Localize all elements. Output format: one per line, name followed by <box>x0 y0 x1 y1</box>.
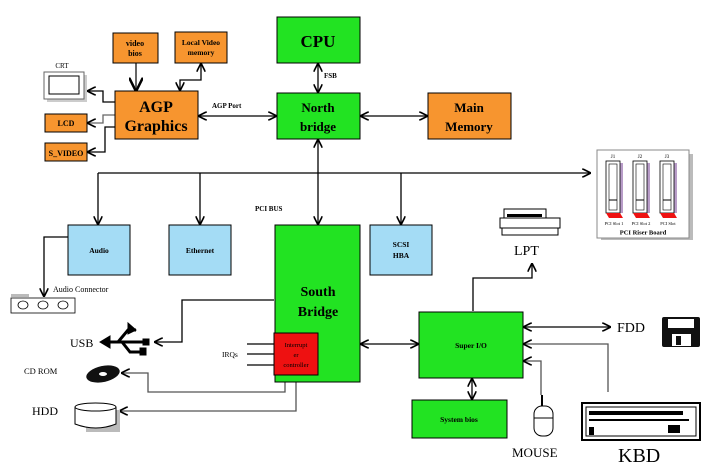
printer-icon <box>499 208 561 236</box>
crt-monitor-icon: CRT <box>43 62 87 102</box>
agp-graphics-block: AGP Graphics <box>114 90 199 140</box>
super-io-label: Super I/O <box>455 341 487 350</box>
video-bios-block: video bios <box>112 32 159 64</box>
agp-graphics-label: AGP <box>139 99 173 116</box>
north-bridge-block: North bridge <box>276 92 361 140</box>
mouse-label: MOUSE <box>512 445 558 460</box>
usb-label: USB <box>70 336 93 350</box>
audio-connector-icon <box>10 294 76 314</box>
lcd-block: LCD <box>44 113 88 133</box>
audio-block: Audio <box>67 224 131 276</box>
pci-slot-label: PCI Slot 2 <box>632 221 651 226</box>
mouse-icon <box>533 395 554 437</box>
system-bios-label: System bios <box>440 415 478 424</box>
lpt-label: LPT <box>514 244 539 259</box>
main-memory-label: Main <box>454 100 484 115</box>
hdd-icon <box>74 402 120 432</box>
main-memory-block: Main Memory <box>427 92 512 140</box>
main-memory-label-2: Memory <box>445 119 493 134</box>
scsi-hba-block: SCSI HBA <box>369 224 433 276</box>
pci-slot-id: J1 <box>611 155 616 160</box>
s-video-label: S_VIDEO <box>49 149 84 158</box>
pci-slot-id: J3 <box>665 155 670 160</box>
interrupt-controller-label: Interrupt <box>285 342 308 349</box>
local-video-memory-label: Local Video <box>182 38 220 47</box>
hdd-label: HDD <box>32 404 58 418</box>
pci-riser-board-label: PCI Riser Board <box>620 230 667 237</box>
scsi-hba-label: SCSI <box>393 240 410 249</box>
interrupt-controller-block: Interrupt er controller <box>273 332 319 376</box>
irqs-label: IRQs <box>222 350 238 359</box>
scsi-hba-label-2: HBA <box>393 251 410 260</box>
local-video-memory-block: Local Video memory <box>174 31 228 64</box>
north-bridge-label: North <box>301 100 335 115</box>
pci-slot-label: PCI Slot 1 <box>605 221 624 226</box>
video-bios-label: video <box>126 39 144 48</box>
super-io-block: Super I/O <box>418 311 524 379</box>
audio-label: Audio <box>89 246 109 255</box>
cpu-label: CPU <box>301 32 336 51</box>
south-bridge-label: South <box>300 285 335 300</box>
kbd-label: KBD <box>618 445 660 464</box>
cpu-block: CPU <box>276 16 361 64</box>
crt-label: CRT <box>55 62 69 70</box>
pci-slot-id: J2 <box>638 155 643 160</box>
keyboard-icon <box>581 402 701 441</box>
connectors <box>44 63 610 411</box>
fsb-label: FSB <box>324 72 337 80</box>
pci-slot-label: PCI Slot <box>660 221 676 226</box>
pci-bus-label: PCI BUS <box>255 205 283 213</box>
fdd-label: FDD <box>617 321 645 336</box>
agp-graphics-label-2: Graphics <box>124 118 187 135</box>
ethernet-label: Ethernet <box>186 246 215 255</box>
local-video-memory-label-2: memory <box>188 48 215 57</box>
cd-rom-icon <box>86 365 120 383</box>
lcd-label: LCD <box>58 119 75 128</box>
usb-icon <box>99 321 150 356</box>
agp-port-label: AGP Port <box>212 102 242 110</box>
ethernet-block: Ethernet <box>168 224 232 276</box>
south-bridge-label-2: Bridge <box>298 305 338 320</box>
north-bridge-label-2: bridge <box>300 119 336 134</box>
s-video-block: S_VIDEO <box>44 142 88 162</box>
system-bios-block: System bios <box>411 399 508 439</box>
audio-connector-label: Audio Connector <box>53 285 109 294</box>
interrupt-controller-label-3: controller <box>283 362 309 369</box>
floppy-disk-icon <box>662 317 700 347</box>
interrupt-controller-label-2: er <box>293 352 299 359</box>
cd-rom-label: CD ROM <box>24 366 58 376</box>
video-bios-label-2: bios <box>128 49 142 58</box>
